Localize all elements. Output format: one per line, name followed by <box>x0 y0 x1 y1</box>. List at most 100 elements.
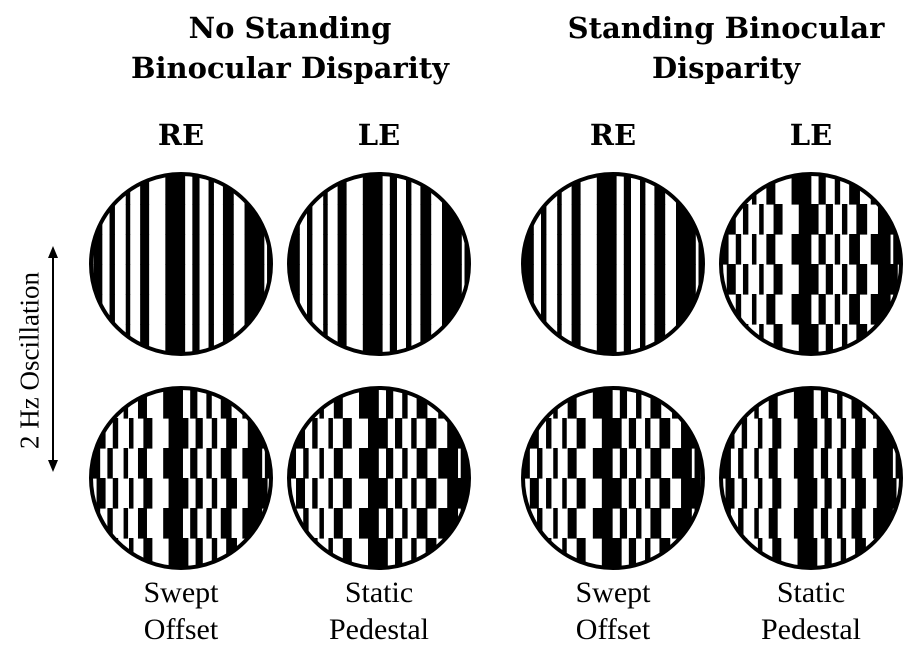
grating-stripe <box>442 264 462 295</box>
grating-stripe <box>368 478 388 509</box>
grating-stripe <box>738 448 744 479</box>
oscillation-arrow <box>48 246 58 472</box>
grating-stripe <box>109 264 115 295</box>
grating-stripe <box>220 508 232 539</box>
grating-stripe <box>841 264 848 295</box>
grating-stripe <box>855 418 866 449</box>
grating-stripe <box>307 204 313 235</box>
oscillation-label: 2 Hz Oscillation <box>14 272 45 449</box>
grating-stripe <box>851 448 863 479</box>
grating-stripe <box>818 234 826 265</box>
grating-stripe <box>267 204 271 235</box>
grating-stripe <box>759 204 764 235</box>
grating-stripe <box>751 174 757 205</box>
grating-stripe <box>307 234 313 265</box>
grating-stripe <box>389 294 397 325</box>
grating-stripe <box>112 478 119 509</box>
grating-stripe <box>402 508 408 539</box>
grating-stripe <box>192 174 200 205</box>
grating-stripe <box>766 174 776 205</box>
aperture-outline <box>521 386 705 570</box>
grating-stripe <box>386 448 394 479</box>
grating-stripe <box>757 478 763 509</box>
grating-stripe <box>562 418 567 449</box>
grating-stripe <box>389 204 397 235</box>
grating-stripe <box>672 448 692 479</box>
grating-stripe <box>834 294 841 325</box>
grating-stripe <box>337 294 347 325</box>
grating-stripe <box>681 478 701 509</box>
grating-stripe <box>726 324 736 354</box>
grating-stripe <box>592 508 613 539</box>
group-title-line2: Disparity <box>651 51 801 85</box>
grating-stripe <box>337 264 347 295</box>
aperture-outline <box>287 172 471 356</box>
grating-stripe <box>93 174 103 205</box>
grating-stripe <box>893 174 900 205</box>
grating-stripe <box>140 234 150 265</box>
grating-stripe <box>323 234 328 265</box>
grating-stripe <box>165 324 186 354</box>
grating-stripe <box>571 264 581 295</box>
grating-stripe <box>873 448 893 479</box>
grating-stripe <box>460 448 468 479</box>
eye-label-re-2: RE <box>589 118 637 152</box>
grating-stripe <box>541 174 547 205</box>
aperture-outline <box>89 386 273 570</box>
grating-stripe <box>798 204 819 235</box>
grating-stripe <box>244 264 265 295</box>
grating-stripe <box>165 264 186 295</box>
grating-stripe <box>895 388 901 419</box>
grating-stripe <box>721 448 731 479</box>
grating-stripe <box>856 204 868 235</box>
grating-stripe <box>759 264 764 295</box>
grating-stripe <box>698 204 703 235</box>
grating-stripe <box>721 234 729 265</box>
grating-stripe <box>820 508 829 539</box>
grating-stripe <box>824 478 832 509</box>
grating-stripe <box>402 388 408 419</box>
grating-stripe <box>386 508 394 539</box>
grating-stripe <box>735 174 742 205</box>
grating-stripe <box>96 538 106 568</box>
grating-stripe <box>211 418 218 449</box>
grating-stripe <box>222 264 234 295</box>
grating-stripe <box>619 508 628 539</box>
grating-stripe <box>640 294 646 325</box>
grating-stripe <box>464 174 469 205</box>
grating-stripe <box>645 538 651 568</box>
grating-stripe <box>856 264 868 295</box>
grating-stripe <box>140 204 150 235</box>
grating-stripe <box>768 508 778 539</box>
grating-stripe <box>841 324 848 354</box>
grating-stripe <box>571 204 581 235</box>
grating-stripe <box>735 234 742 265</box>
grating-stripe <box>425 478 437 509</box>
grating-stripe <box>735 294 742 325</box>
grating-stripe <box>125 294 131 325</box>
group-title-line2: Binocular Disparity <box>131 51 449 85</box>
grating-stripe <box>825 264 833 295</box>
grating-stripe <box>623 324 631 354</box>
grating-stripe <box>109 294 115 325</box>
grating-stripe <box>571 294 581 325</box>
grating-stripe <box>303 508 309 539</box>
caption-line2: Offset <box>575 613 651 646</box>
grating-stripe <box>541 264 547 295</box>
grating-stripe <box>211 478 218 509</box>
grating-stripe <box>416 508 428 539</box>
grating-stripe <box>222 294 234 325</box>
grating-stripe <box>168 478 189 509</box>
grating-stripe <box>798 324 819 354</box>
grating-stripe <box>107 508 113 539</box>
grating-stripe <box>601 538 622 568</box>
grating-stripe <box>721 174 729 205</box>
grating-stripe <box>659 418 671 449</box>
grating-stripe <box>537 388 543 419</box>
grating-stripe <box>208 174 214 205</box>
grating-stripe <box>192 324 200 354</box>
grating-stripe <box>650 388 662 419</box>
grating-stripe <box>825 204 833 235</box>
grating-stripe <box>93 234 103 265</box>
grating-stripe <box>464 204 469 235</box>
